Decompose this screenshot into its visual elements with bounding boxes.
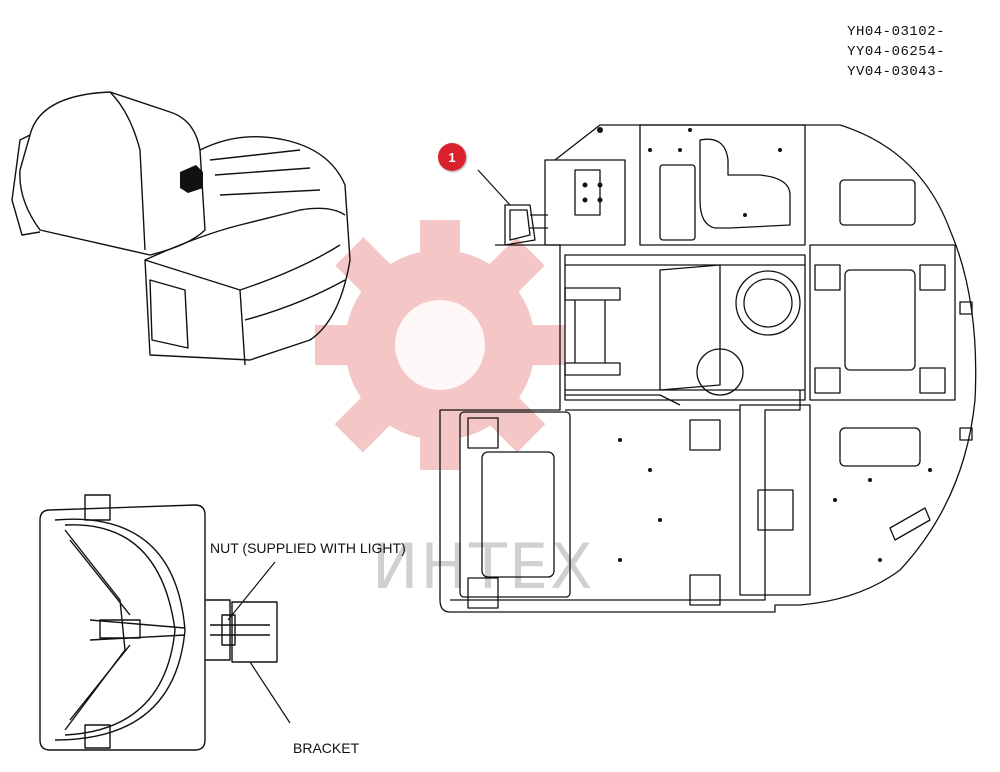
nut-label: NUT (SUPPLIED WITH LIGHT) (210, 540, 406, 556)
bracket-label: BRACKET (293, 740, 360, 756)
callout-badge-1[interactable]: 1 (438, 143, 466, 171)
serial-number-2: YY04-06254- (847, 44, 945, 60)
serial-number-1: YH04-03102- (847, 24, 945, 40)
serial-number-3: YV04-03043- (847, 64, 945, 80)
